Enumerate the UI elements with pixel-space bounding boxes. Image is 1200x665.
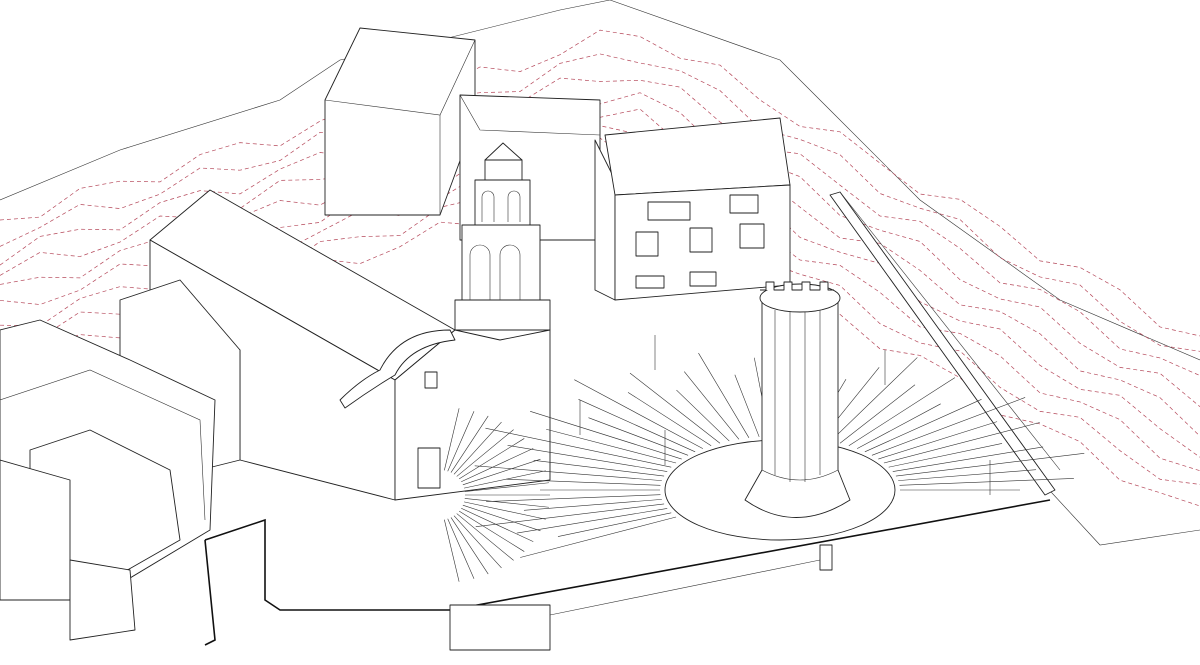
contour-line xyxy=(0,77,1200,376)
paving-strip xyxy=(520,516,677,558)
paving-strip xyxy=(888,443,1003,468)
window xyxy=(739,223,765,249)
houses-left xyxy=(0,279,241,641)
paving-strip xyxy=(458,510,525,552)
paving-strip xyxy=(533,460,665,477)
paving-strip xyxy=(588,417,689,456)
round-tower xyxy=(744,281,851,518)
paving-strip xyxy=(462,458,541,486)
paving-strip xyxy=(453,421,502,475)
window xyxy=(689,227,713,253)
paving-strip xyxy=(899,478,1074,486)
ramp-wall xyxy=(829,191,1061,496)
paving-strip xyxy=(856,403,941,449)
paving-strip xyxy=(684,371,740,440)
paving-strip xyxy=(574,379,704,449)
ground-section xyxy=(204,499,1051,651)
window xyxy=(647,201,691,221)
paving-strip xyxy=(463,501,546,520)
paving-strip xyxy=(627,392,712,447)
paving-strip xyxy=(450,517,489,575)
street-lamps xyxy=(579,335,991,495)
paving-strip xyxy=(546,428,677,464)
paving-strip xyxy=(461,507,534,542)
paving-strip xyxy=(578,399,696,453)
paving-strip xyxy=(864,399,982,453)
paving-strip xyxy=(676,389,730,442)
paving-strip xyxy=(485,427,672,468)
bell-tower xyxy=(454,142,551,331)
house-right xyxy=(594,117,791,301)
paving-strip xyxy=(456,429,514,477)
paving-strip xyxy=(871,397,1026,456)
paving-strip xyxy=(453,515,502,569)
paving-strip xyxy=(456,513,514,561)
paving-strip xyxy=(530,410,682,460)
paving-strip xyxy=(447,411,475,472)
paving-strip xyxy=(507,445,668,472)
paving-strip xyxy=(883,422,1040,464)
underground-passage xyxy=(449,604,551,651)
contour-line xyxy=(0,53,1200,352)
window xyxy=(635,231,659,257)
paving-strip xyxy=(629,372,721,444)
paving-strip xyxy=(463,470,546,489)
paving-strip xyxy=(523,499,662,511)
paving-strip xyxy=(878,421,998,460)
paving-strip xyxy=(898,469,1037,481)
window xyxy=(635,275,665,289)
paving-strip xyxy=(447,518,475,579)
paving-strip xyxy=(474,465,662,481)
paving-strip xyxy=(461,448,534,483)
paving-strip xyxy=(444,519,460,582)
paving-strip xyxy=(830,357,918,442)
paving-strip xyxy=(462,504,541,532)
paving-strip xyxy=(506,478,661,486)
window xyxy=(729,194,759,214)
paving-strip xyxy=(450,415,489,473)
paving-strip xyxy=(475,503,665,527)
paving-strip xyxy=(839,384,916,444)
contour-line xyxy=(0,29,1200,337)
paving-strip xyxy=(698,352,750,438)
paving-strip xyxy=(848,377,956,447)
window xyxy=(689,271,717,287)
paving-strip xyxy=(734,374,760,437)
terrain xyxy=(0,0,1200,546)
paving-strip xyxy=(486,494,661,502)
paving-strip xyxy=(458,438,525,480)
paving-strip xyxy=(464,482,549,492)
paving-strip xyxy=(516,508,668,534)
paving-strip xyxy=(892,446,1044,472)
paving-strip xyxy=(557,512,672,537)
back-building xyxy=(324,27,601,241)
paving-strip xyxy=(464,498,549,508)
paving-strip xyxy=(444,408,460,471)
